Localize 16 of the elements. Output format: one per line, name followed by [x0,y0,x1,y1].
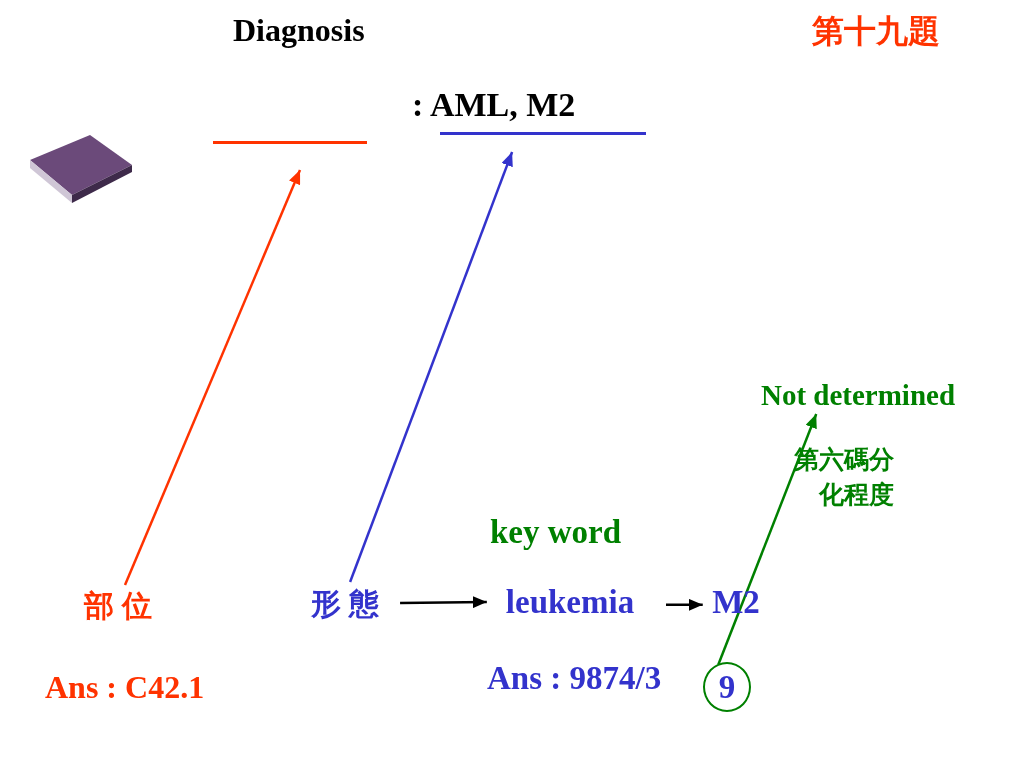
node-label: leukemia [490,582,650,622]
title: Diagnosis [233,13,365,49]
arrow [123,169,302,586]
arrow [400,596,487,609]
keyword-text: key word [490,514,622,551]
node-label: Not determined [742,378,974,414]
node-label: 部 位 [68,585,168,625]
arrow [717,413,818,665]
answer-text: Ans : 9874/3 [487,660,662,697]
arrow [666,598,703,611]
circled-digit: 9 [703,662,751,712]
heading-text: 第十九題 [812,14,940,50]
answer-text: Ans : C42.1 [45,670,205,706]
node-label: 形 態 [294,582,396,624]
arrow [348,151,514,583]
diagnosis-text: : AML, M2 [412,86,576,124]
